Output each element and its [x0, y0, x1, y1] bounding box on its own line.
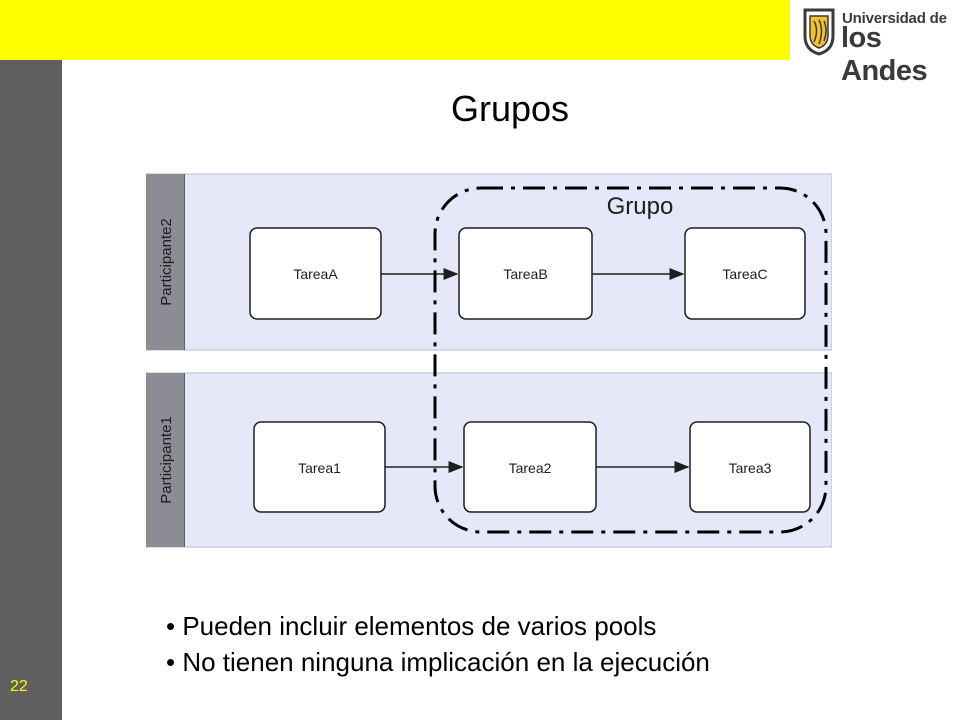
slide-number: 22: [10, 678, 28, 695]
slide-title: Grupos: [450, 88, 570, 129]
task-tareaa[interactable]: TareaA: [249, 227, 382, 320]
task-label: TareaC: [722, 266, 767, 282]
task-tareac[interactable]: TareaC: [684, 227, 806, 320]
task-label: Tarea2: [509, 460, 552, 476]
pool-label-participante1: Participante1: [158, 416, 175, 504]
task-label: TareaB: [503, 266, 547, 282]
left-sidebar-bar: [0, 60, 62, 720]
bullet-list: Pueden incluir elementos de varios pools…: [166, 608, 710, 680]
logo-text-line2: los Andes: [841, 22, 928, 87]
bpmn-group-diagram: Participante2 Participante1 TareaA Tarea…: [146, 173, 832, 548]
task-tareab[interactable]: TareaB: [458, 227, 593, 320]
task-label: TareaA: [293, 266, 338, 282]
group-label: Grupo: [607, 193, 674, 220]
task-label: Tarea3: [729, 460, 772, 476]
task-tarea1[interactable]: Tarea1: [253, 421, 386, 513]
top-accent-bar: [0, 0, 790, 60]
task-label: Tarea1: [298, 460, 341, 476]
pool-label-participante2: Participante2: [158, 218, 175, 306]
task-tarea3[interactable]: Tarea3: [689, 421, 811, 513]
university-logo: Universidad de los Andes: [790, 0, 960, 87]
task-tarea2[interactable]: Tarea2: [463, 421, 597, 513]
bullet-item: No tienen ninguna implicación en la ejec…: [166, 644, 710, 680]
crest-icon: [803, 8, 835, 56]
bullet-item: Pueden incluir elementos de varios pools: [166, 608, 710, 644]
group-boundary[interactable]: [433, 186, 828, 534]
logo-text-line1: Universidad de: [842, 10, 947, 27]
